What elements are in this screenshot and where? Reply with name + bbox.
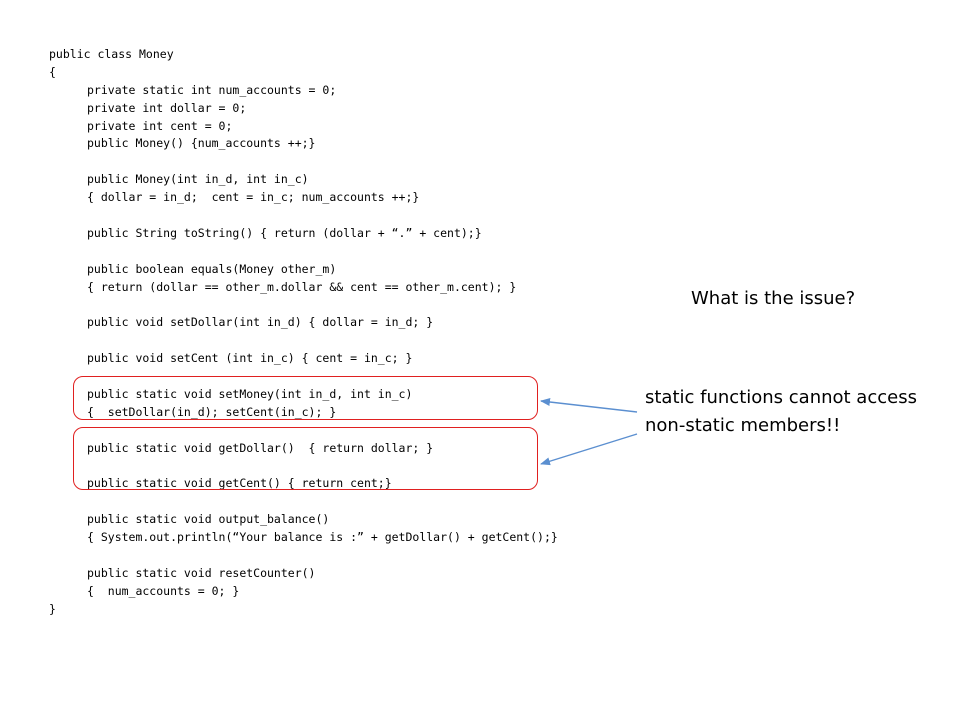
- code-line: {: [49, 64, 56, 79]
- code-line: public void setDollar(int in_d) { dollar…: [87, 315, 434, 330]
- code-line: }: [49, 601, 56, 616]
- code-line: private int dollar = 0;: [87, 100, 247, 115]
- code-line: public static void getDollar() { return …: [87, 440, 434, 455]
- question-annotation: What is the issue?: [691, 288, 856, 309]
- code-line: public static void output_balance(): [87, 512, 330, 527]
- code-line: public static void resetCounter(): [87, 565, 316, 580]
- code-line: { return (dollar == other_m.dollar && ce…: [87, 279, 517, 294]
- answer-annotation: static functions cannot access non-stati…: [645, 384, 917, 440]
- code-line: public static void getCent() { return ce…: [87, 476, 392, 491]
- code-line: public Money() {num_accounts ++;}: [87, 136, 316, 151]
- code-line: [49, 547, 558, 565]
- answer-line-2: non-static members!!: [645, 415, 841, 436]
- code-line: [49, 243, 558, 261]
- code-line: public class Money: [49, 47, 174, 61]
- code-line: { dollar = in_d; cent = in_c; num_accoun…: [87, 190, 420, 205]
- code-line: [49, 207, 558, 225]
- code-line: [49, 493, 558, 511]
- code-line: public static void setMoney(int in_d, in…: [87, 386, 413, 401]
- code-line: [49, 153, 558, 171]
- code-line: { num_accounts = 0; }: [87, 583, 240, 598]
- code-line: public Money(int in_d, int in_c): [87, 172, 309, 187]
- code-line: public boolean equals(Money other_m): [87, 261, 337, 276]
- code-listing: public class Money { private static int nu…: [49, 46, 558, 619]
- code-line: private static int num_accounts = 0;: [87, 82, 337, 97]
- code-line: [49, 332, 558, 350]
- code-line: public String toString() { return (dolla…: [87, 225, 482, 240]
- code-line: [49, 296, 558, 314]
- code-line: public void setCent (int in_c) { cent = …: [87, 351, 413, 366]
- highlight-box-getters: [73, 427, 538, 490]
- code-line: private int cent = 0;: [87, 118, 233, 133]
- code-line: { System.out.println(“Your balance is :”…: [87, 530, 558, 545]
- answer-line-1: static functions cannot access: [645, 387, 917, 408]
- highlight-box-setmoney: [73, 376, 538, 420]
- code-line: { setDollar(in_d); setCent(in_c); }: [87, 404, 337, 419]
